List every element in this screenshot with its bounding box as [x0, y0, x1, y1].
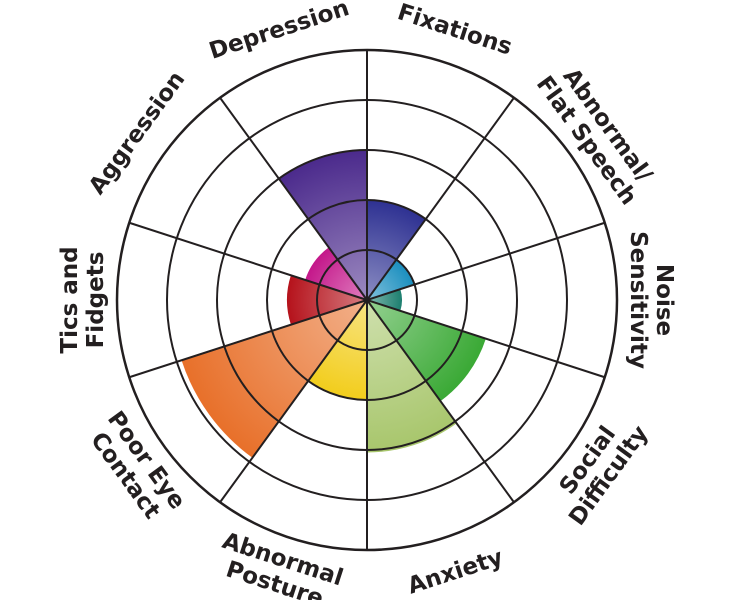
category-label-4: Anxiety	[405, 544, 507, 599]
wedge-5	[308, 300, 367, 400]
category-label-line: Tics and	[57, 246, 83, 353]
category-label-1: Abnormal/Flat Speech	[531, 56, 663, 210]
category-label-line: Anxiety	[405, 544, 507, 599]
spoke-1	[366, 97, 515, 301]
category-label-8: Aggression	[84, 67, 190, 200]
category-label-line: Aggression	[84, 67, 190, 200]
wedge-6	[181, 300, 367, 458]
wedge-8	[305, 247, 367, 300]
wedge-4	[367, 300, 457, 453]
spoke-6	[219, 299, 368, 503]
spoke-8	[128, 221, 368, 301]
category-label-line: Fidgets	[83, 252, 109, 349]
category-label-line: Sensitivity	[625, 231, 651, 369]
category-label-9: Depression	[206, 0, 352, 65]
wedge-9	[278, 150, 367, 300]
wedge-3	[367, 300, 486, 402]
category-label-line: Fixations	[394, 0, 515, 61]
category-label-5: AbnormalPosture	[211, 528, 346, 600]
spoke-2	[366, 221, 606, 301]
spoke-7	[128, 299, 368, 379]
category-label-line: Noise	[651, 264, 677, 336]
category-label-2: NoiseSensitivity	[625, 231, 677, 369]
wedge-1	[367, 259, 415, 300]
category-label-line: Depression	[206, 0, 352, 65]
wedges-layer	[181, 150, 486, 458]
category-label-0: Fixations	[394, 0, 515, 61]
spoke-9	[219, 97, 368, 301]
wedge-0	[367, 200, 426, 300]
category-label-7: Tics andFidgets	[57, 246, 109, 353]
category-label-3: SocialDifficulty	[543, 406, 654, 531]
category-label-6: Poor EyeContact	[81, 407, 190, 530]
wedge-2	[367, 289, 403, 311]
wedge-7	[287, 275, 367, 325]
grid-layer	[115, 48, 619, 552]
spoke-4	[366, 299, 515, 503]
spoke-3	[366, 299, 606, 379]
